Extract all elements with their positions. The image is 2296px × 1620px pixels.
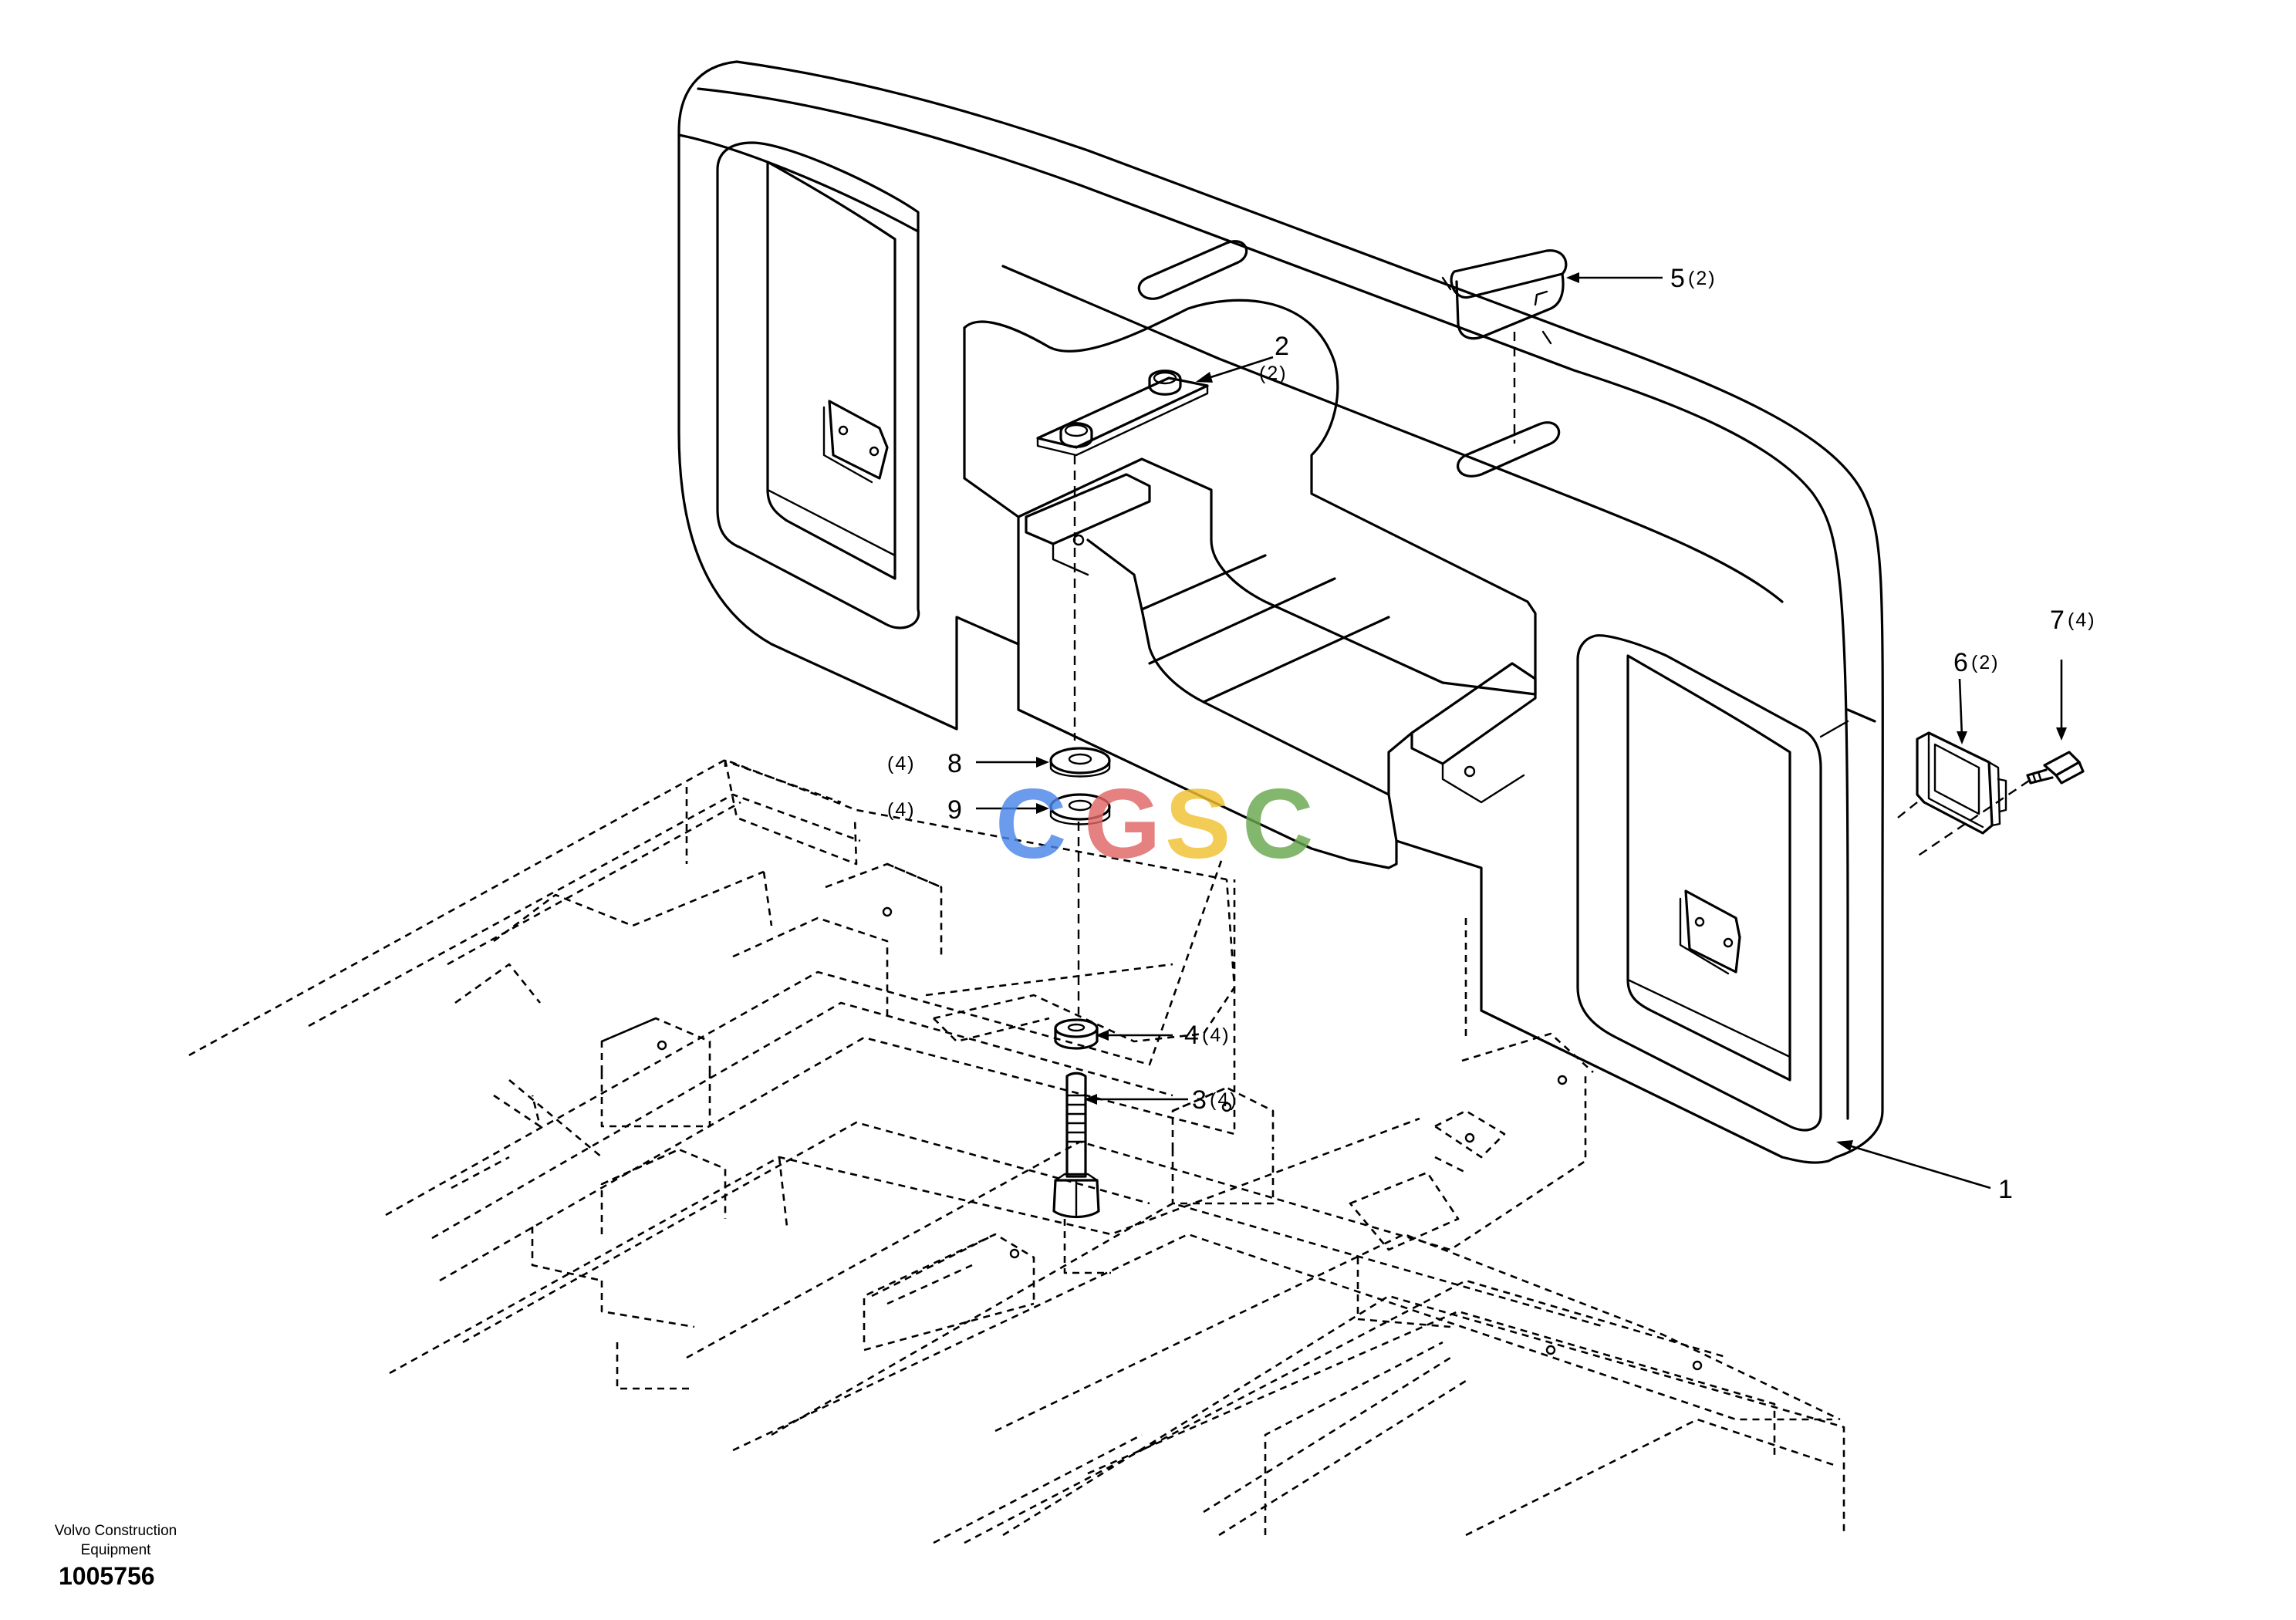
callout-8: (4) 8 [887,749,962,778]
callout-quantity: (4) [887,799,916,821]
callout-3: 3 (4) [1192,1085,1238,1115]
callout-number: 7 [2050,606,2065,635]
watermark-logo: C G S C [995,769,1313,879]
drawing-number: 1005756 [59,1562,155,1590]
callout-number: 9 [947,795,962,825]
watermark-letter: G [1084,769,1161,879]
watermark-letter: S [1165,769,1231,879]
callout-quantity: (4) [1210,1089,1238,1111]
callout-2: 2 (2) [1259,332,1289,384]
washer-part-9 [1049,793,1111,825]
washer-part-8 [1049,747,1111,778]
callout-number: 1 [1998,1175,2013,1204]
bolt-part-3 [1052,1072,1100,1219]
callout-quantity: (2) [1688,268,1717,289]
spacer-part-4 [1054,1018,1099,1050]
callout-7: 7 (4) [2050,606,2096,635]
callout-quantity: (4) [1202,1024,1231,1046]
callout-number: 2 [1275,332,1289,361]
callout-number: 8 [947,749,962,778]
callout-number: 5 [1670,264,1685,293]
manufacturer-line-2: Equipment [80,1542,151,1558]
callout-6: 6 (2) [1953,648,2000,677]
watermark-letter: C [995,769,1066,879]
plug-part-5 [1450,249,1568,444]
callout-5: 5 (2) [1670,264,1717,293]
callout-number: 4 [1184,1021,1199,1050]
callout-number: 6 [1953,648,1968,677]
cover-plate-part-6 [1916,731,2007,835]
manufacturer-line-1: Volvo Construction [54,1523,177,1539]
callout-1: 1 [1998,1175,2013,1204]
watermark-letter: C [1242,769,1313,879]
callout-9: (4) 9 [887,795,962,825]
callout-quantity: (4) [887,753,916,775]
rubber-mount-plate [1036,370,1209,457]
leader-lines [976,272,2067,1190]
machine-frame-dashed [188,758,1845,1544]
callout-quantity: (2) [1971,652,2000,673]
callout-number: 3 [1192,1085,1207,1115]
bolt-part-7 [2026,751,2085,785]
assembly-centerlines [1073,455,2030,1014]
counterweight-body [677,60,1884,1164]
callout-quantity: (2) [1259,363,1288,384]
callout-4: 4 (4) [1184,1021,1231,1050]
callout-quantity: (4) [2068,609,2096,631]
manufacturer-label: Volvo Construction Equipment [23,1521,208,1560]
